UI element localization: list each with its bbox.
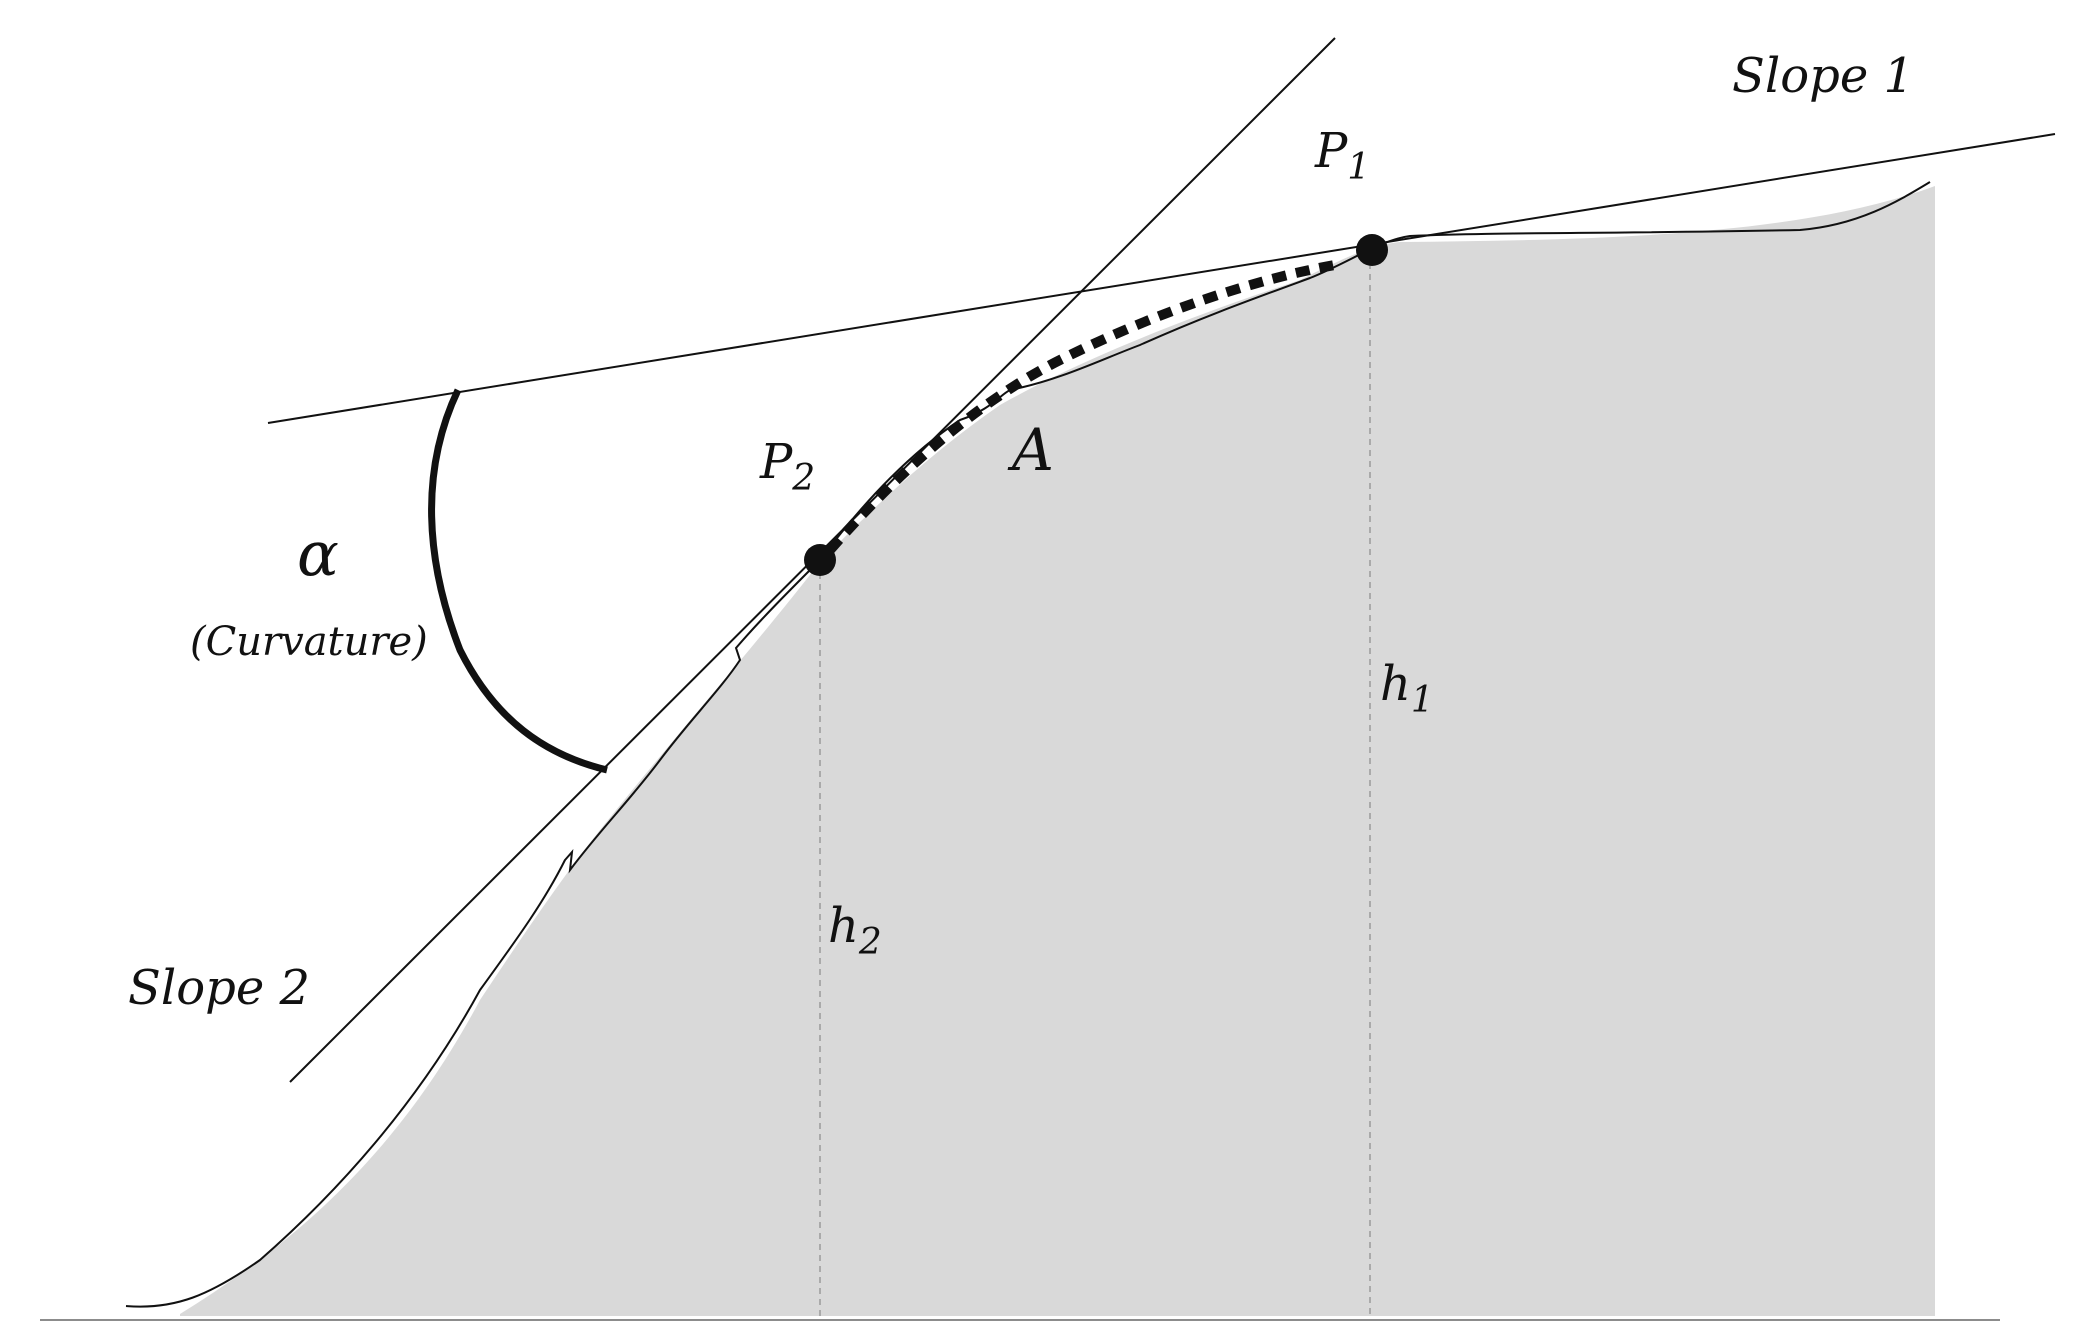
terrain-fill xyxy=(180,186,1935,1316)
h1-label: h1 xyxy=(1380,656,1434,721)
p1-label-base: P xyxy=(1314,123,1348,179)
curvature-arc xyxy=(428,388,608,774)
area-a-chord xyxy=(826,260,1336,554)
h2-label-sub: 2 xyxy=(858,922,882,963)
slope1-label: Slope 1 xyxy=(1732,48,1914,104)
p2-label-sub: 2 xyxy=(791,458,815,499)
h2-label: h2 xyxy=(828,898,882,963)
p2-label-base: P xyxy=(759,434,793,490)
point-p1 xyxy=(1356,234,1388,266)
p2-label: P2 xyxy=(759,434,815,499)
slope1-tangent-line xyxy=(267,133,2056,424)
slope2-label: Slope 2 xyxy=(128,960,310,1016)
curvature-label: (Curvature) xyxy=(190,619,428,665)
p1-label: P1 xyxy=(1314,123,1370,188)
h1-label-base: h xyxy=(1380,656,1411,712)
point-p2 xyxy=(804,544,836,576)
area-a-label: A xyxy=(1007,416,1054,484)
h1-label-sub: 1 xyxy=(1411,680,1434,721)
h2-label-base: h xyxy=(828,898,859,954)
alpha-label: α xyxy=(297,517,339,590)
p1-label-sub: 1 xyxy=(1347,147,1370,188)
